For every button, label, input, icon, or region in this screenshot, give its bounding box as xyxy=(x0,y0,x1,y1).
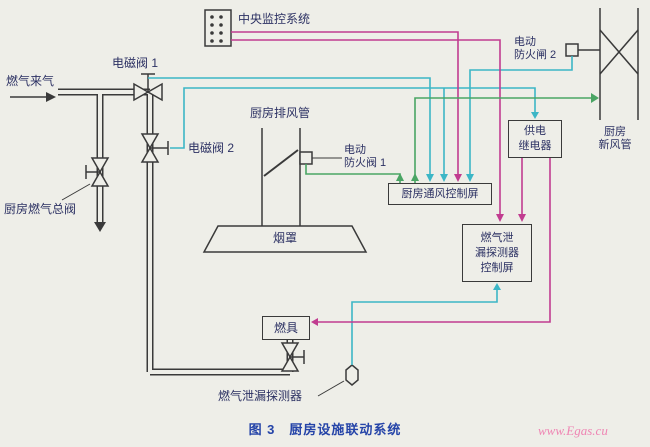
exhaust-damper-blade xyxy=(263,149,299,177)
valve-symbols xyxy=(90,9,579,386)
fresh-air-duct-label-line2: 新风管 xyxy=(598,139,632,151)
gas-leak-detector-label: 燃气泄漏探测器 xyxy=(218,389,303,403)
fire-damper-1-label: 电动 防火阀 1 xyxy=(344,144,386,170)
burner-label: 燃具 xyxy=(273,320,298,335)
valve2-stem xyxy=(150,141,169,155)
gas-leak-panel-box: 燃气泄 漏探测器 控制屏 xyxy=(462,224,532,282)
magenta-arrowheads xyxy=(311,174,526,326)
vent-control-panel-box: 厨房通风控制屏 xyxy=(388,183,492,205)
power-relay-label-line2: 继电器 xyxy=(518,140,552,152)
vent-control-panel-label: 厨房通风控制屏 xyxy=(401,187,479,200)
main-gas-valve-symbol xyxy=(90,170,110,187)
gas-leak-panel-label-line1: 燃气泄 xyxy=(480,231,514,244)
magenta-arrowhead xyxy=(311,318,318,326)
magenta-arrowhead xyxy=(518,214,526,222)
fire-damper-2-actuator xyxy=(565,43,579,57)
gas-leak-panel-label-line3: 控制屏 xyxy=(480,261,514,274)
solenoid-valve-2-symbol xyxy=(140,133,160,150)
signal-valve1-to-vent-panel xyxy=(148,77,431,174)
signal-detector-to-leak-panel xyxy=(351,290,498,365)
magenta-arrowhead xyxy=(496,214,504,222)
power-relay-label-line1: 供电 xyxy=(524,125,546,137)
gas-inlet-arrowhead xyxy=(46,92,56,102)
gas-inlet-label: 燃气来气 xyxy=(6,74,55,88)
power-relay-box: 供电 继电器 xyxy=(508,120,562,158)
solenoid-valve-1-symbol xyxy=(146,82,163,102)
fresh-air-duct-label: 厨房 新风管 xyxy=(592,126,638,152)
gas-pipes xyxy=(58,88,294,376)
cyan-arrowheads xyxy=(426,112,539,290)
solenoid-valve-2-symbol xyxy=(140,146,160,163)
burner-valve-stem xyxy=(290,350,305,364)
exhaust-duct-walls xyxy=(261,128,301,226)
solenoid-valve-1-symbol xyxy=(133,82,150,102)
valve1-stem xyxy=(141,73,155,92)
branch-down-arrowhead xyxy=(94,222,106,232)
signal-monitor-to-vent-panel xyxy=(231,31,459,174)
green-arrowhead xyxy=(591,93,599,103)
watermark-text: www.Egas.cu xyxy=(538,423,608,438)
cyan-signal-lines xyxy=(148,56,573,365)
signal-monitor-to-leak-panel xyxy=(231,39,501,214)
central-monitoring-icon xyxy=(204,9,232,47)
fire-damper-2-label: 电动 防火闸 2 xyxy=(514,36,556,62)
solenoid-valve-2-label: 电磁阀 2 xyxy=(188,141,235,155)
central-monitoring-icon-dots xyxy=(210,15,223,43)
fresh-air-duct-walls xyxy=(599,8,639,120)
signal-relay-to-burner xyxy=(318,158,551,323)
pipe-core xyxy=(58,90,292,374)
exhaust-duct-label: 厨房排风管 xyxy=(250,106,311,120)
main-gas-valve-symbol xyxy=(90,157,110,174)
signal-valve2-to-relay xyxy=(170,87,536,149)
magenta-signal-lines xyxy=(231,31,551,323)
burner-valve-symbol xyxy=(280,342,300,359)
pipe-flow-arrows xyxy=(46,92,106,232)
solenoid-valve-1-label: 电磁阀 1 xyxy=(112,56,159,70)
figure-caption: 图 3 厨房设施联动系统 xyxy=(0,419,650,438)
main-valve-leader-line xyxy=(61,183,91,201)
signal-vent-panel-to-fresh-air-duct xyxy=(414,97,591,183)
main-valve-stem xyxy=(85,165,100,179)
central-monitoring-label: 中央监控系统 xyxy=(238,12,311,26)
hood-label: 烟罩 xyxy=(272,231,297,245)
gas-leak-panel-label-line2: 漏探测器 xyxy=(475,246,519,259)
fire-damper-1-label-line2: 防火阀 1 xyxy=(344,157,387,169)
fire-damper-2-label-line1: 电动 xyxy=(514,36,536,48)
cyan-arrowhead xyxy=(466,174,474,182)
fresh-air-damper-blades xyxy=(599,29,639,75)
green-arrowhead xyxy=(396,173,404,181)
fire-damper-1-label-line1: 电动 xyxy=(344,144,366,156)
magenta-arrowhead xyxy=(454,174,462,182)
burner-box: 燃具 xyxy=(262,316,310,340)
fire-damper-2-label-line2: 防火闸 2 xyxy=(514,49,557,61)
figure-title: 厨房设施联动系统 xyxy=(289,422,402,437)
hood-outline xyxy=(202,225,368,253)
detector-leader-line xyxy=(317,380,345,397)
cyan-arrowhead xyxy=(493,283,501,290)
green-arrowhead xyxy=(411,173,419,181)
fire-damper-1-actuator xyxy=(299,151,313,165)
cyan-arrowhead xyxy=(440,174,448,182)
signal-damper2-to-vent-panel xyxy=(469,56,573,174)
figure-number: 图 3 xyxy=(248,422,276,437)
equipment-linework xyxy=(10,8,639,397)
green-arrowheads xyxy=(396,93,599,181)
burner-valve-symbol xyxy=(280,355,300,372)
cyan-arrowhead xyxy=(426,174,434,182)
pipe-outline xyxy=(58,88,294,376)
fresh-air-duct-label-line1: 厨房 xyxy=(604,126,626,138)
main-gas-valve-label: 厨房燃气总阀 xyxy=(4,202,77,216)
gas-leak-detector-symbol xyxy=(345,364,359,386)
cyan-arrowhead xyxy=(531,112,539,119)
